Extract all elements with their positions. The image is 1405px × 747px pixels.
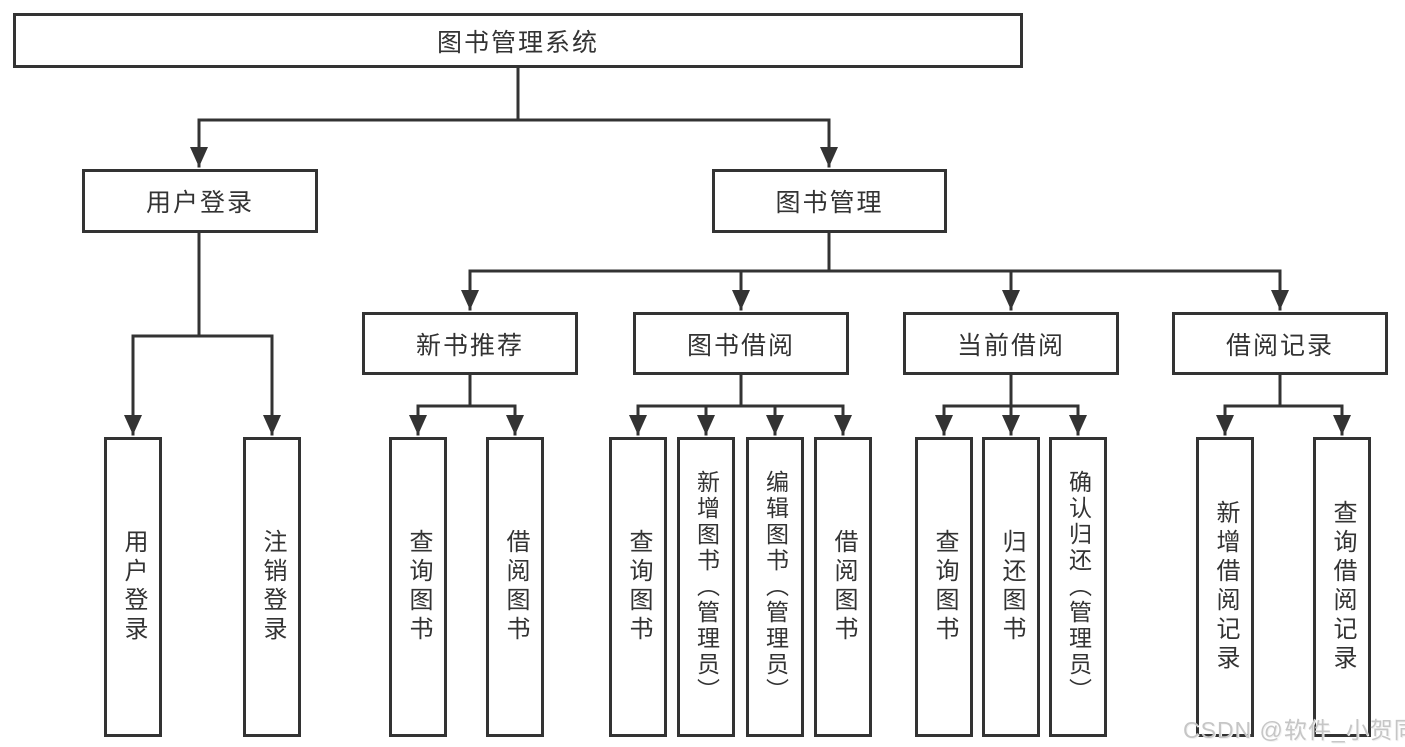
- node-current-borrowing: 当前借阅: [903, 312, 1119, 375]
- leaf-borrow-book-recommend: 借阅图书: [486, 437, 544, 737]
- leaf-query-book-recommend: 查询图书: [389, 437, 447, 737]
- node-borrowing-records: 借阅记录: [1172, 312, 1388, 375]
- leaf-confirm-return-admin: 确认归还（管理员）: [1049, 437, 1107, 737]
- watermark: CSDN @软件_小贺同学: [1183, 717, 1405, 743]
- leaf-add-book-admin: 新增图书（管理员）: [677, 437, 735, 737]
- node-book-management: 图书管理: [712, 169, 947, 233]
- leaf-user-login: 用户登录: [104, 437, 162, 737]
- leaf-query-book-current: 查询图书: [915, 437, 973, 737]
- leaf-logout: 注销登录: [243, 437, 301, 737]
- node-new-book-recommend: 新书推荐: [362, 312, 578, 375]
- node-root: 图书管理系统: [13, 13, 1023, 68]
- node-user-login: 用户登录: [82, 169, 318, 233]
- leaf-borrow-book: 借阅图书: [814, 437, 872, 737]
- leaf-return-book: 归还图书: [982, 437, 1040, 737]
- leaf-query-borrow-record: 查询借阅记录: [1313, 437, 1371, 737]
- leaf-query-book-borrowing: 查询图书: [609, 437, 667, 737]
- leaf-add-borrow-record: 新增借阅记录: [1196, 437, 1254, 737]
- node-book-borrowing: 图书借阅: [633, 312, 849, 375]
- leaf-edit-book-admin: 编辑图书（管理员）: [746, 437, 804, 737]
